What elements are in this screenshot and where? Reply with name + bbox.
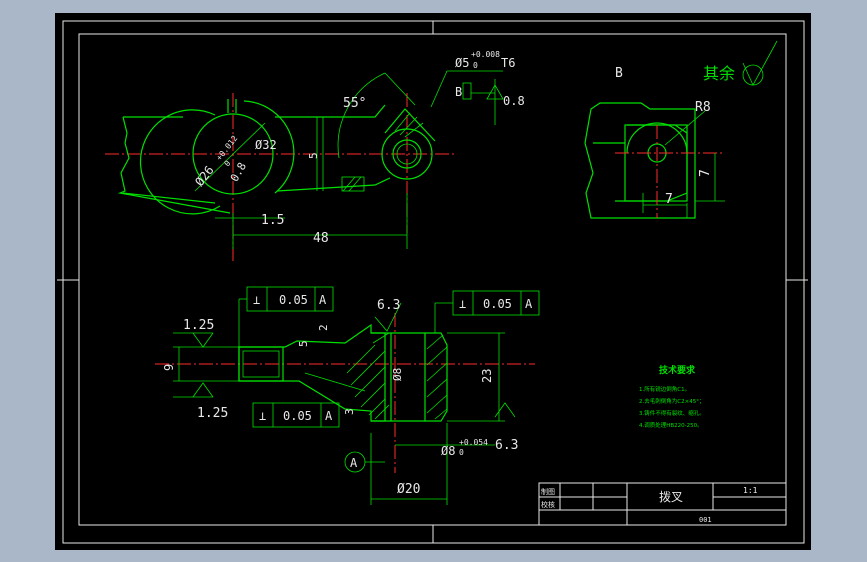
inner-border (78, 33, 787, 526)
dim-pin: Ø5 (455, 56, 469, 70)
tol-upper-datum: A (319, 293, 327, 307)
dim-depth: T6 (501, 56, 515, 70)
outer-border (62, 20, 805, 544)
scale: 1:1 (743, 486, 758, 495)
dim-2: 2 (317, 324, 330, 331)
side-label-b: B (615, 66, 623, 81)
dim-center: 48 (313, 231, 329, 246)
dim-h: 7 (698, 169, 713, 177)
front-view (155, 286, 540, 505)
datum-a: A (350, 456, 358, 470)
top-view (105, 70, 504, 263)
rough-top: 1.25 (183, 318, 214, 333)
note-item: 1.所有锐边倒角C1。 (639, 385, 690, 393)
note-item: 3.铸件不得有裂纹、缩孔。 (639, 409, 705, 417)
note-item: 2.去毛刺倒角为C2×45°； (639, 397, 704, 405)
tol-right-datum: A (525, 297, 533, 311)
dim-slot: 1.5 (261, 213, 284, 228)
dim-angle: 55° (343, 96, 366, 111)
drawn-label: 制图 (541, 487, 555, 496)
dim-w: 7 (665, 192, 673, 207)
dim-bore-tol-lower: 0 (222, 159, 232, 168)
notes-title: 技术要求 (659, 364, 696, 376)
datum-b: B (455, 85, 462, 99)
tol-upper-symbol: ⊥ (253, 293, 260, 307)
dim-radius: R8 (695, 100, 711, 115)
dim-bore-tol-upper: +0.012 (214, 134, 239, 162)
cad-drawing: Ø26 +0.012 0 Ø32 5 0.8 1.5 48 55° Ø5 +0.… (57, 20, 808, 544)
dim-boss: Ø32 (255, 138, 277, 152)
dim-d20: Ø20 (397, 482, 420, 497)
tol-right-symbol: ⊥ (459, 297, 466, 311)
note-item: 4.调质处理HB220-250。 (639, 421, 703, 429)
check-label: 校核 (541, 500, 555, 509)
rough-boss-top: 6.3 (377, 298, 400, 313)
drawing-no: 001 (699, 516, 712, 524)
tol-right-value: 0.05 (483, 297, 512, 311)
dim-phi: Ø8 (391, 368, 404, 381)
title-block (538, 482, 787, 526)
dim-width: 5 (307, 152, 320, 159)
tol-upper-value: 0.05 (279, 293, 308, 307)
dim-hole-tol-lower: 0 (459, 448, 464, 457)
dim-bore: Ø26 (192, 163, 216, 189)
tol-lower-datum: A (325, 409, 333, 423)
dim-hole: Ø8 (441, 444, 455, 458)
drawing-sheet: Ø26 +0.012 0 Ø32 5 0.8 1.5 48 55° Ø5 +0.… (55, 13, 811, 550)
part-name: 拨叉 (659, 490, 683, 504)
tol-lower-value: 0.05 (283, 409, 312, 423)
dim-9: 9 (162, 364, 176, 371)
dim-hole-tol-upper: +0.054 (459, 438, 488, 447)
rough-boss-bottom: 6.3 (495, 438, 518, 453)
tol-lower-symbol: ⊥ (259, 409, 266, 423)
dim-pin-tol-upper: +0.008 (471, 50, 500, 59)
rough-bottom: 1.25 (197, 406, 228, 421)
dim-23: 23 (480, 369, 494, 383)
dim-3: 3 (343, 408, 356, 415)
rough-other-label: 其余 (703, 64, 735, 83)
side-view (584, 40, 778, 219)
dim-5: 5 (297, 340, 310, 347)
rough-pin: 0.8 (503, 94, 525, 108)
dim-pin-tol-lower: 0 (473, 61, 478, 70)
